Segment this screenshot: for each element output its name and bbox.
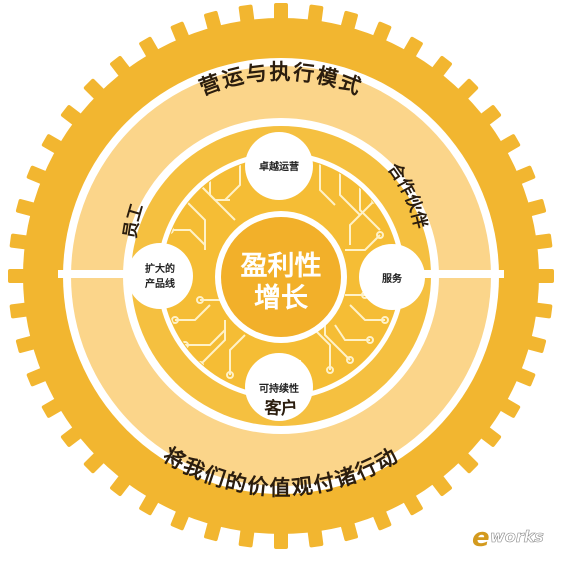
circuit-node	[326, 366, 334, 374]
node-bottom	[245, 353, 313, 421]
center-circle	[221, 217, 341, 337]
node-top	[245, 132, 313, 200]
circuit-node	[376, 231, 384, 239]
circuit-line	[170, 229, 206, 246]
center-title-line1: 盈利性	[241, 251, 322, 282]
eworks-watermark: e works	[472, 523, 544, 553]
circuit-line	[359, 180, 381, 231]
circuit-node	[346, 356, 354, 364]
circuit-line	[199, 320, 226, 366]
circuit-node	[366, 336, 374, 344]
node-left	[127, 243, 193, 309]
separator-right	[392, 270, 504, 278]
circuit-line	[229, 334, 246, 375]
node-right-label: 服务	[382, 272, 403, 285]
watermark-text: works	[490, 527, 544, 546]
circuit-line	[319, 158, 336, 206]
circuit-line	[185, 329, 226, 346]
circuit-line	[339, 165, 361, 216]
node-left-label-line2: 产品线	[145, 277, 175, 290]
watermark-e: e	[472, 523, 490, 553]
circuit-line	[314, 329, 331, 370]
center-title-line2: 增长	[254, 282, 309, 314]
circuit-node	[226, 371, 234, 379]
circuit-node	[171, 316, 179, 324]
circuit-node	[196, 296, 204, 304]
node-top-label: 卓越运营	[259, 160, 299, 173]
node-right	[359, 244, 425, 310]
circuit-line	[345, 234, 381, 251]
middle-bottom-label: 客户	[263, 397, 298, 419]
circuit-line	[349, 304, 385, 321]
circuit-node	[381, 316, 389, 324]
circuit-line	[334, 324, 370, 341]
node-bottom-label: 可持续性	[259, 382, 299, 395]
circuit-line	[184, 199, 206, 250]
separator-left	[58, 270, 170, 278]
circuit-line	[349, 199, 376, 245]
node-left-label-line1: 扩大的	[145, 262, 175, 275]
circuit-line	[175, 304, 211, 321]
